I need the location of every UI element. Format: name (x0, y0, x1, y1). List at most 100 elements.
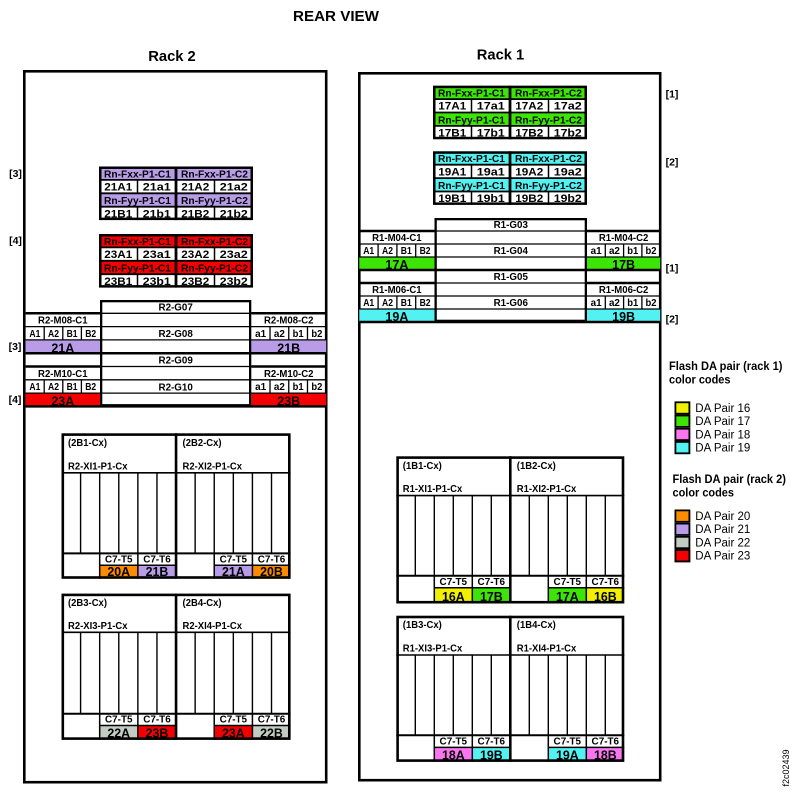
svg-text:21A: 21A (51, 341, 74, 355)
svg-text:C7-T6: C7-T6 (258, 554, 286, 565)
svg-text:A2: A2 (48, 329, 59, 340)
svg-text:b2: b2 (646, 246, 657, 257)
svg-text:21b1: 21b1 (143, 208, 171, 220)
svg-text:Rn-Fyy-P1-C2: Rn-Fyy-P1-C2 (515, 114, 582, 126)
svg-text:R2-M10-C1: R2-M10-C1 (38, 369, 88, 380)
svg-text:21A: 21A (222, 565, 245, 579)
svg-text:19A: 19A (556, 748, 579, 762)
svg-text:R2-M08-C1: R2-M08-C1 (38, 316, 88, 327)
svg-text:Rn-Fxx-P1-C2: Rn-Fxx-P1-C2 (515, 153, 582, 165)
svg-text:17a2: 17a2 (554, 101, 582, 113)
svg-text:C7-T5: C7-T5 (440, 737, 468, 748)
svg-text:A2: A2 (382, 246, 393, 257)
svg-text:19a2: 19a2 (554, 166, 582, 178)
svg-text:R1-G06: R1-G06 (494, 297, 528, 309)
svg-text:a2: a2 (274, 329, 285, 340)
svg-text:R1-G05: R1-G05 (494, 271, 528, 283)
svg-text:R1-M04-C1: R1-M04-C1 (372, 233, 422, 244)
svg-text:Flash DA pair (rack 2): Flash DA pair (rack 2) (673, 472, 787, 486)
svg-text:R2-M10-C2: R2-M10-C2 (264, 369, 314, 380)
svg-text:Rn-Fxx-P1-C2: Rn-Fxx-P1-C2 (181, 168, 248, 180)
svg-text:f2c02439: f2c02439 (781, 750, 792, 787)
svg-text:DA Pair 20: DA Pair 20 (695, 511, 750, 523)
svg-text:17B1: 17B1 (438, 128, 466, 140)
svg-text:(2B3-Cx): (2B3-Cx) (68, 598, 107, 609)
svg-text:A2: A2 (48, 382, 59, 393)
svg-text:color codes: color codes (669, 373, 731, 387)
svg-text:R1-M06-C2: R1-M06-C2 (599, 285, 649, 296)
svg-text:C7-T6: C7-T6 (478, 577, 506, 588)
svg-text:R2-XI4-P1-Cx: R2-XI4-P1-Cx (183, 621, 243, 632)
svg-text:[2]: [2] (666, 314, 679, 326)
svg-text:19a1: 19a1 (477, 166, 505, 178)
svg-text:[1]: [1] (666, 89, 679, 101)
svg-text:Rn-Fyy-P1-C1: Rn-Fyy-P1-C1 (438, 114, 505, 126)
svg-text:23a1: 23a1 (143, 249, 171, 261)
svg-text:17A: 17A (385, 258, 408, 272)
svg-text:DA Pair 17: DA Pair 17 (695, 416, 750, 428)
svg-text:17a1: 17a1 (477, 101, 505, 113)
svg-text:21B2: 21B2 (181, 208, 209, 220)
svg-text:DA Pair 23: DA Pair 23 (695, 551, 750, 563)
svg-text:Rn-Fyy-P1-C1: Rn-Fyy-P1-C1 (104, 195, 171, 207)
svg-text:C7-T5: C7-T5 (554, 577, 582, 588)
svg-text:DA Pair 16: DA Pair 16 (695, 403, 750, 415)
svg-text:23B: 23B (277, 395, 300, 409)
svg-text:21a2: 21a2 (220, 182, 248, 194)
svg-text:A1: A1 (363, 298, 374, 309)
svg-text:21A2: 21A2 (181, 182, 209, 194)
svg-text:16A: 16A (442, 590, 465, 604)
svg-text:b2: b2 (311, 329, 322, 340)
svg-text:C7-T6: C7-T6 (478, 737, 506, 748)
svg-text:A1: A1 (29, 382, 40, 393)
svg-text:C7-T5: C7-T5 (440, 577, 468, 588)
svg-text:R1-M06-C1: R1-M06-C1 (372, 285, 422, 296)
svg-text:19A1: 19A1 (438, 166, 466, 178)
svg-text:23B1: 23B1 (104, 276, 132, 288)
svg-text:C7-T6: C7-T6 (258, 715, 286, 726)
svg-text:[2]: [2] (666, 157, 679, 169)
svg-text:a2: a2 (609, 246, 620, 257)
svg-text:Flash DA pair (rack 1): Flash DA pair (rack 1) (669, 359, 783, 373)
svg-text:23A: 23A (51, 395, 74, 409)
svg-text:Rn-Fxx-P1-C1: Rn-Fxx-P1-C1 (104, 236, 171, 248)
svg-text:19B: 19B (612, 310, 635, 324)
svg-text:DA Pair 22: DA Pair 22 (695, 537, 750, 549)
svg-text:R2-G07: R2-G07 (159, 302, 193, 314)
svg-text:17A1: 17A1 (438, 101, 466, 113)
svg-text:C7-T6: C7-T6 (143, 715, 171, 726)
svg-text:C7-T6: C7-T6 (592, 737, 620, 748)
svg-text:18A: 18A (442, 748, 465, 762)
svg-text:B1: B1 (67, 329, 78, 340)
svg-text:A2: A2 (382, 298, 393, 309)
svg-text:17A: 17A (556, 590, 579, 604)
svg-text:(2B4-Cx): (2B4-Cx) (183, 598, 222, 609)
svg-text:Rn-Fxx-P1-C1: Rn-Fxx-P1-C1 (438, 153, 505, 165)
svg-text:b2: b2 (646, 298, 657, 309)
svg-text:R2-G10: R2-G10 (159, 381, 193, 393)
svg-text:DA Pair 18: DA Pair 18 (695, 429, 750, 441)
svg-text:R2-XI3-P1-Cx: R2-XI3-P1-Cx (68, 621, 128, 632)
svg-text:a1: a1 (591, 298, 602, 309)
svg-text:R1-G03: R1-G03 (494, 219, 528, 231)
svg-text:a1: a1 (255, 329, 266, 340)
svg-text:17B2: 17B2 (515, 128, 543, 140)
svg-text:b1: b1 (293, 329, 304, 340)
svg-text:21b2: 21b2 (220, 208, 248, 220)
svg-text:color codes: color codes (673, 486, 735, 500)
svg-text:C7-T5: C7-T5 (554, 737, 582, 748)
svg-text:23A: 23A (222, 726, 245, 740)
svg-text:R2-XI2-P1-Cx: R2-XI2-P1-Cx (183, 461, 243, 472)
svg-text:(1B3-Cx): (1B3-Cx) (403, 620, 442, 631)
svg-text:DA Pair 19: DA Pair 19 (695, 443, 750, 455)
svg-text:a1: a1 (255, 382, 266, 393)
svg-text:21a1: 21a1 (143, 182, 171, 194)
svg-text:(2B1-Cx): (2B1-Cx) (68, 438, 107, 449)
svg-text:C7-T6: C7-T6 (592, 577, 620, 588)
svg-text:17B: 17B (612, 258, 635, 272)
svg-text:21B: 21B (146, 565, 169, 579)
svg-text:17b2: 17b2 (554, 128, 582, 140)
svg-text:R2-G09: R2-G09 (159, 355, 193, 367)
svg-text:Rn-Fyy-P1-C1: Rn-Fyy-P1-C1 (104, 263, 171, 275)
svg-text:a2: a2 (609, 298, 620, 309)
